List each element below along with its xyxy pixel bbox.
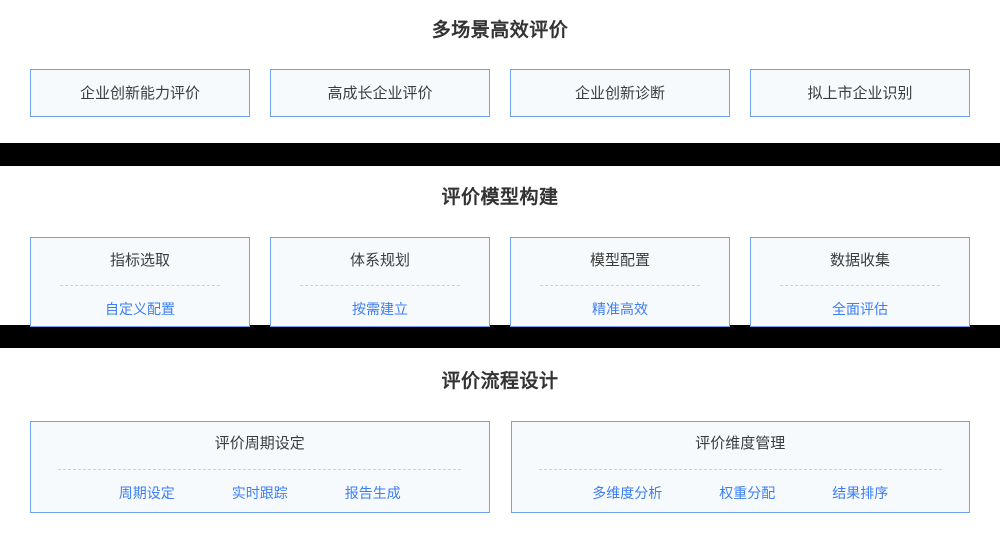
model-card-subtitle[interactable]: 按需建立 — [352, 301, 408, 317]
dashed-divider — [58, 469, 462, 470]
process-tag-multidimensional-analysis[interactable]: 多维度分析 — [592, 485, 663, 501]
model-card-indicator-selection[interactable]: 指标选取 自定义配置 — [30, 237, 250, 327]
scenario-card-row: 企业创新能力评价 高成长企业评价 企业创新诊断 拟上市企业识别 — [0, 69, 1000, 117]
dashed-divider — [60, 285, 220, 286]
section-scenarios: 多场景高效评价 企业创新能力评价 高成长企业评价 企业创新诊断 拟上市企业识别 — [0, 0, 1000, 143]
dashed-divider — [780, 285, 940, 286]
process-card-evaluation-cycle-setting[interactable]: 评价周期设定 周期设定 实时跟踪 报告生成 — [30, 421, 490, 513]
model-card-title: 体系规划 — [349, 252, 410, 269]
process-tag-report-generation[interactable]: 报告生成 — [344, 485, 401, 501]
process-tag-cycle-setting[interactable]: 周期设定 — [118, 485, 175, 501]
section-divider-bar-2 — [0, 325, 1000, 348]
model-card-model-configuration[interactable]: 模型配置 精准高效 — [510, 237, 730, 327]
process-card-tag-row: 多维度分析 权重分配 结果排序 — [592, 486, 888, 500]
dashed-divider — [300, 285, 460, 286]
section-process-design: 评价流程设计 评价周期设定 周期设定 实时跟踪 报告生成 评价维度管理 多维度分… — [0, 348, 1000, 530]
scenario-card-high-growth-enterprise[interactable]: 高成长企业评价 — [270, 69, 490, 117]
model-card-title: 模型配置 — [589, 252, 650, 269]
scenario-card-label: 企业创新诊断 — [574, 84, 665, 102]
scenario-card-label: 高成长企业评价 — [327, 84, 433, 102]
process-card-title: 评价维度管理 — [695, 435, 786, 452]
model-card-title: 数据收集 — [829, 252, 890, 269]
process-tag-result-sorting[interactable]: 结果排序 — [832, 485, 889, 501]
model-card-row: 指标选取 自定义配置 体系规划 按需建立 模型配置 精准高效 数据收集 全面评估 — [0, 237, 1000, 327]
process-card-tag-row: 周期设定 实时跟踪 报告生成 — [119, 486, 401, 500]
model-card-system-planning[interactable]: 体系规划 按需建立 — [270, 237, 490, 327]
section-title-process-design: 评价流程设计 — [441, 371, 559, 392]
section-title-model-construction: 评价模型构建 — [441, 187, 559, 208]
dashed-divider — [538, 469, 942, 470]
section-divider-bar-1 — [0, 143, 1000, 166]
process-card-row: 评价周期设定 周期设定 实时跟踪 报告生成 评价维度管理 多维度分析 权重分配 … — [0, 421, 1000, 513]
process-tag-realtime-tracking[interactable]: 实时跟踪 — [231, 485, 288, 501]
dashed-divider — [540, 285, 700, 286]
model-card-subtitle[interactable]: 全面评估 — [832, 301, 888, 317]
model-card-subtitle[interactable]: 精准高效 — [592, 301, 648, 317]
model-card-title: 指标选取 — [109, 252, 170, 269]
process-tag-weight-allocation[interactable]: 权重分配 — [719, 485, 776, 501]
scenario-card-label: 企业创新能力评价 — [79, 84, 200, 102]
model-card-subtitle[interactable]: 自定义配置 — [105, 301, 175, 317]
section-model-construction: 评价模型构建 指标选取 自定义配置 体系规划 按需建立 模型配置 精准高效 数据… — [0, 166, 1000, 327]
section-title-scenarios: 多场景高效评价 — [431, 20, 569, 41]
scenario-card-enterprise-innovation-capability[interactable]: 企业创新能力评价 — [30, 69, 250, 117]
scenario-card-enterprise-innovation-diagnosis[interactable]: 企业创新诊断 — [510, 69, 730, 117]
process-card-title: 评价周期设定 — [214, 435, 305, 452]
model-card-data-collection[interactable]: 数据收集 全面评估 — [750, 237, 970, 327]
scenario-card-label: 拟上市企业识别 — [807, 84, 913, 102]
process-card-evaluation-dimension-management[interactable]: 评价维度管理 多维度分析 权重分配 结果排序 — [510, 421, 970, 513]
scenario-card-pre-ipo-identification[interactable]: 拟上市企业识别 — [750, 69, 970, 117]
